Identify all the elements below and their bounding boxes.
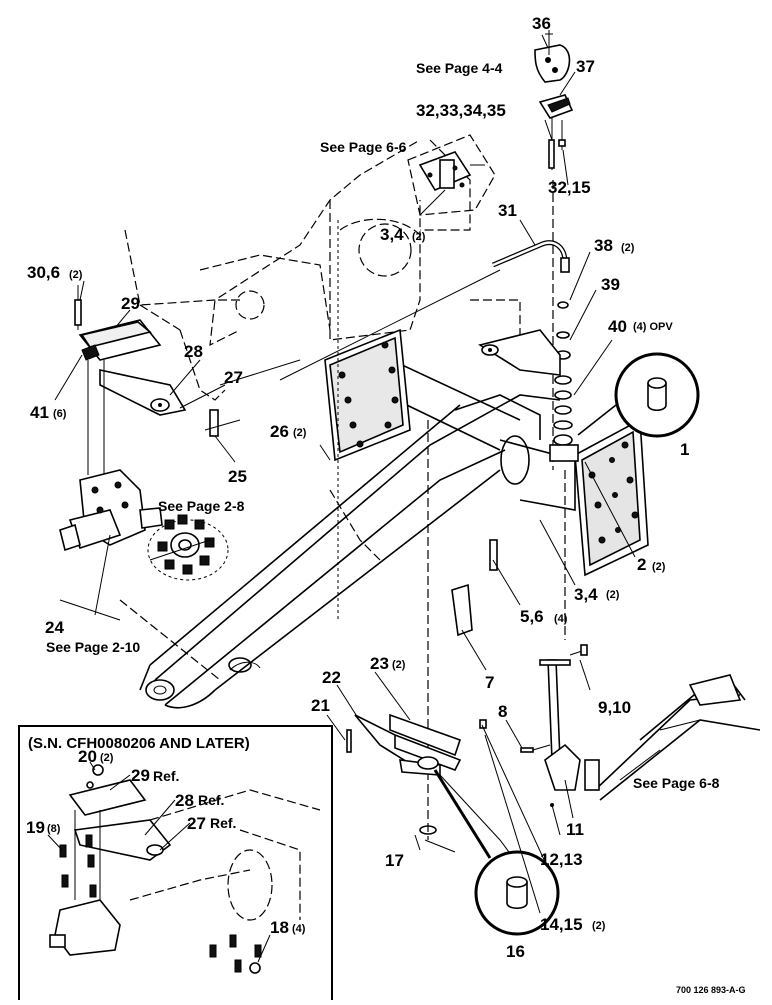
right-mount-plate — [574, 418, 649, 577]
callout-circle-16 — [433, 769, 560, 936]
label-32-15: 32,15 — [548, 178, 591, 197]
label-31: 31 — [498, 201, 517, 220]
qty-5-6: (4) — [554, 613, 568, 625]
note-page-2-10: See Page 2-10 — [46, 639, 140, 655]
label-2: 2 — [637, 555, 646, 574]
qty-40: (4) OPV — [633, 321, 673, 333]
gearbox — [59, 469, 163, 621]
label-18: 18 — [270, 918, 289, 937]
inset-title: (S.N. CFH0080206 AND LATER) — [28, 735, 250, 752]
qty-3-4-mid: (2) — [606, 589, 620, 601]
label-21: 21 — [311, 696, 330, 715]
label-32-35: 32,33,34,35 — [416, 101, 506, 120]
top-bracket-group — [534, 30, 574, 170]
label-37: 37 — [576, 57, 595, 76]
label-12-13: 12,13 — [540, 850, 583, 869]
label-41: 41 — [30, 403, 49, 422]
callout-circle-1 — [577, 352, 700, 438]
label-14-15: 14,15 — [540, 915, 583, 934]
lower-support-brackets — [346, 539, 559, 891]
label-27-ref: 27 — [187, 814, 206, 833]
label-38: 38 — [594, 236, 613, 255]
qty-30-6: (2) — [69, 269, 83, 281]
label-28-ref: 28 — [175, 791, 194, 810]
note-page-6-6: See Page 6-6 — [320, 139, 407, 155]
page-references: See Page 4-4 See Page 6-6 See Page 2-8 S… — [46, 60, 720, 791]
label-7: 7 — [485, 673, 494, 692]
ref-27: Ref. — [210, 815, 236, 831]
ref-28: Ref. — [198, 792, 224, 808]
qty-19: (8) — [47, 823, 61, 835]
label-23: 23 — [370, 654, 389, 673]
label-25: 25 — [228, 467, 247, 486]
serial-number-inset — [18, 725, 333, 1005]
qty-14-15: (2) — [592, 920, 606, 932]
qty-3-4-top: (2) — [412, 231, 426, 243]
qty-26: (2) — [293, 427, 307, 439]
note-page-4-4: See Page 4-4 — [416, 60, 503, 76]
qty-41: (6) — [53, 408, 67, 420]
drive-coupling — [147, 514, 229, 581]
ref-29: Ref. — [153, 768, 179, 784]
label-1: 1 — [680, 440, 689, 459]
label-20: 20 — [78, 747, 97, 766]
label-29-ref: 29 — [131, 766, 150, 785]
label-3-4-mid: 3,4 — [574, 585, 598, 604]
frame-outline — [119, 139, 521, 681]
hitch-assembly — [584, 674, 761, 801]
label-29: 29 — [121, 294, 140, 313]
label-16: 16 — [506, 942, 525, 961]
label-24: 24 — [45, 618, 64, 637]
qty-20: (2) — [100, 752, 114, 764]
note-page-2-8: See Page 2-8 — [158, 498, 245, 514]
label-30-6: 30,6 — [27, 263, 60, 282]
qty-18: (4) — [292, 923, 306, 935]
qty-38: (2) — [621, 242, 635, 254]
label-39: 39 — [601, 275, 620, 294]
inset-labels: (S.N. CFH0080206 AND LATER) 20 (2) 29 Re… — [26, 735, 306, 937]
label-26: 26 — [270, 422, 289, 441]
label-36: 36 — [532, 14, 551, 33]
label-9-10: 9,10 — [598, 698, 631, 717]
leader-lines — [47, 34, 636, 963]
label-11: 11 — [566, 820, 584, 839]
pivot-shaft-stack — [219, 180, 579, 840]
label-5-6: 5,6 — [520, 607, 544, 626]
label-8: 8 — [498, 702, 507, 721]
label-3-4-top: 3,4 — [380, 225, 404, 244]
label-19: 19 — [26, 818, 45, 837]
gearbox-mount-brackets — [74, 285, 241, 475]
note-page-6-8: See Page 6-8 — [633, 775, 720, 791]
label-28: 28 — [184, 342, 203, 361]
qty-2: (2) — [652, 561, 666, 573]
label-27: 27 — [224, 368, 243, 387]
lift-arm — [539, 644, 588, 807]
drawing-code: 700 126 893-A-G — [676, 985, 746, 995]
qty-23: (2) — [392, 659, 406, 671]
label-22: 22 — [322, 668, 341, 687]
label-40: 40 — [608, 317, 627, 336]
part-labels: 36 37 32,33,34,35 32,15 31 3,4 (2) 38 (2… — [27, 14, 689, 961]
label-17: 17 — [385, 851, 404, 870]
left-mount-plate — [324, 328, 411, 462]
upper-bracket-6-6 — [407, 134, 496, 216]
